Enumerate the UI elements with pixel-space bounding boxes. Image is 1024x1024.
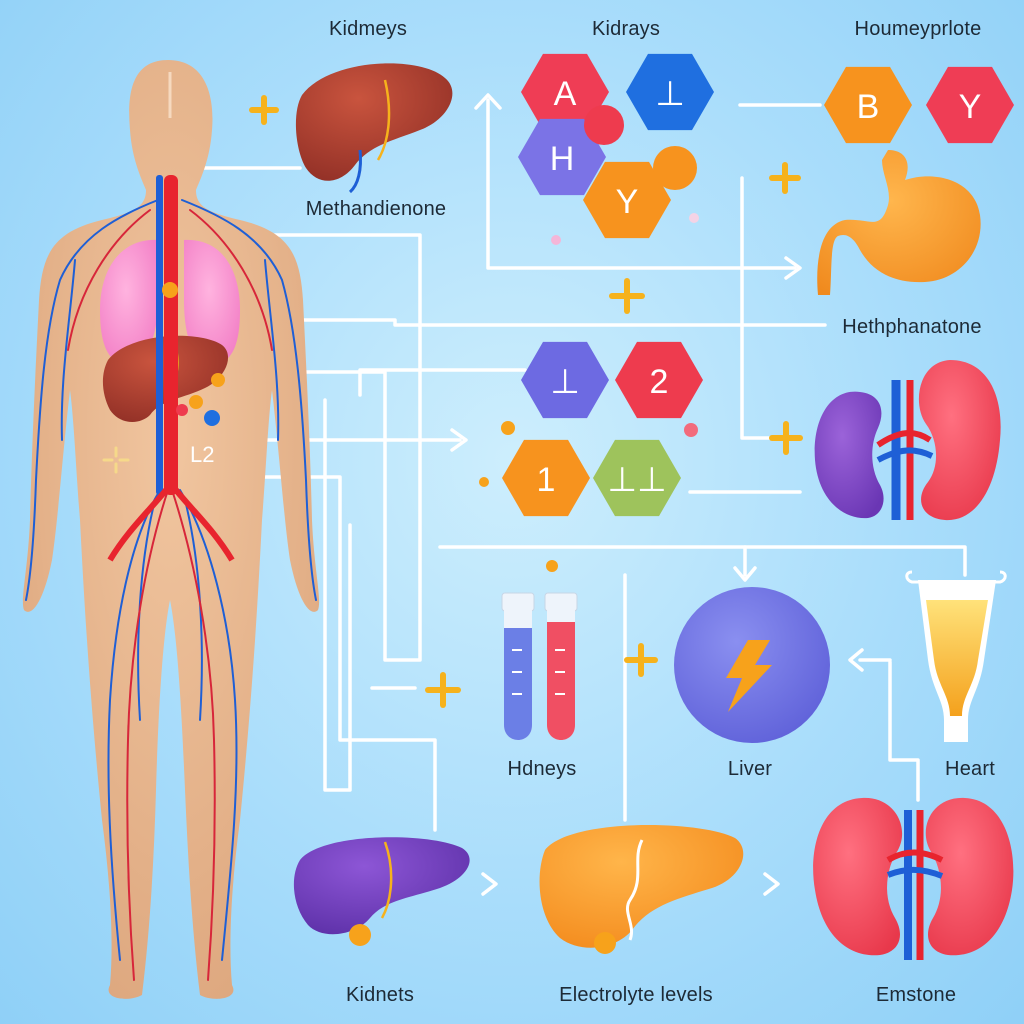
hexagon-label: A <box>554 75 577 113</box>
stomach-illustration <box>817 150 981 295</box>
plus-icon <box>624 643 658 677</box>
body-dot <box>162 282 178 298</box>
iliac-right <box>173 488 235 562</box>
label-methandienone: Methandienone <box>305 198 447 220</box>
hexagon-1: A <box>521 53 609 131</box>
plus-icon <box>769 162 801 194</box>
hexagon-label: ⊥ <box>550 363 580 401</box>
arrowhead-down <box>733 566 757 582</box>
label-electrolyte-levels: Electrolyte levels <box>559 984 713 1006</box>
hexagon-4: Y <box>583 161 671 239</box>
arrowheads <box>450 93 864 896</box>
test-tubes-illustration <box>501 592 578 740</box>
hexagon-label: 2 <box>650 363 669 401</box>
plus-icon <box>249 95 279 125</box>
hexagon-shape <box>521 53 609 131</box>
label-liver: Liver <box>727 758 773 780</box>
lightning-icon <box>726 640 772 712</box>
kidney-pair-illustration <box>814 360 1001 521</box>
hexagon-shape <box>593 439 681 517</box>
hexagon-3: H <box>518 118 606 196</box>
arrowhead-right <box>784 256 802 280</box>
body-dot <box>176 404 188 416</box>
label-hdneys: Hdneys <box>507 758 577 780</box>
liver-illustration-purple <box>293 837 470 946</box>
hexagon-shape <box>626 53 714 131</box>
label-kidmeys: Kidmeys <box>328 18 408 40</box>
liver-illustration-top <box>295 63 453 194</box>
arrowhead-left <box>848 648 864 672</box>
aorta <box>164 175 178 495</box>
hexagon-shape <box>502 439 590 517</box>
label-emstone: Emstone <box>875 984 957 1006</box>
plus-icon <box>609 278 645 314</box>
hexagon-shape <box>518 118 606 196</box>
molecule-dots <box>479 105 699 572</box>
plus-signs <box>249 95 803 708</box>
liver-illustration-orange <box>539 825 744 954</box>
glass-illustration <box>905 570 1007 742</box>
hexagon-label: 1 <box>537 461 556 499</box>
hexagon-shape <box>521 341 609 419</box>
body-marker: L2 <box>190 442 214 467</box>
hexagon-9: 1 <box>502 439 590 517</box>
hexagon-10: ⊥⊥ <box>593 439 681 517</box>
lung-left <box>100 239 158 365</box>
energy-circle-illustration <box>674 587 830 743</box>
hexagon-label: B <box>857 88 880 126</box>
hexagon-group: A ⊥ H Y B Y ⊥ 2 1 ⊥⊥ <box>502 53 1014 517</box>
hexagon-label: Y <box>616 183 639 221</box>
body-dot <box>189 395 203 409</box>
human-body-figure: L2 <box>22 60 320 999</box>
kidney-pair-illustration-bottom <box>813 797 1014 960</box>
label-heart: Heart <box>945 758 995 780</box>
blood-vessels <box>25 199 317 981</box>
body-dot <box>204 410 220 426</box>
hexagon-label: H <box>550 140 575 178</box>
hexagon-label: ⊥ <box>655 75 685 113</box>
plus-icon <box>425 672 461 708</box>
vena-cava <box>156 175 163 495</box>
arrowhead-right <box>481 872 498 896</box>
label-houmeyprlote: Houmeyprlote <box>854 18 982 40</box>
label-kidnets: Kidnets <box>345 984 415 1006</box>
hexagon-shape <box>583 161 671 239</box>
arrowhead-right <box>763 872 780 896</box>
body-dot <box>211 373 225 387</box>
hexagon-shape <box>926 66 1014 144</box>
hexagon-2: ⊥ <box>626 53 714 131</box>
label-hethphanatone: Hethphanatone <box>842 316 982 338</box>
arrowhead-right <box>450 428 468 452</box>
lung-right <box>184 239 240 365</box>
iliac-left <box>107 488 169 562</box>
hexagon-label: Y <box>959 88 982 126</box>
hexagon-shape <box>824 66 912 144</box>
hexagon-label: ⊥⊥ <box>607 461 666 499</box>
hexagon-5: B <box>824 66 912 144</box>
plus-icon-small <box>102 446 130 474</box>
plus-icon <box>769 421 803 455</box>
label-kidrays: Kidrays <box>591 18 661 40</box>
body-silhouette <box>22 60 320 999</box>
hexagon-6: Y <box>926 66 1014 144</box>
hexagon-shape <box>615 341 703 419</box>
arrowhead-up <box>474 93 502 110</box>
hexagon-8: 2 <box>615 341 703 419</box>
hexagon-7: ⊥ <box>521 341 609 419</box>
